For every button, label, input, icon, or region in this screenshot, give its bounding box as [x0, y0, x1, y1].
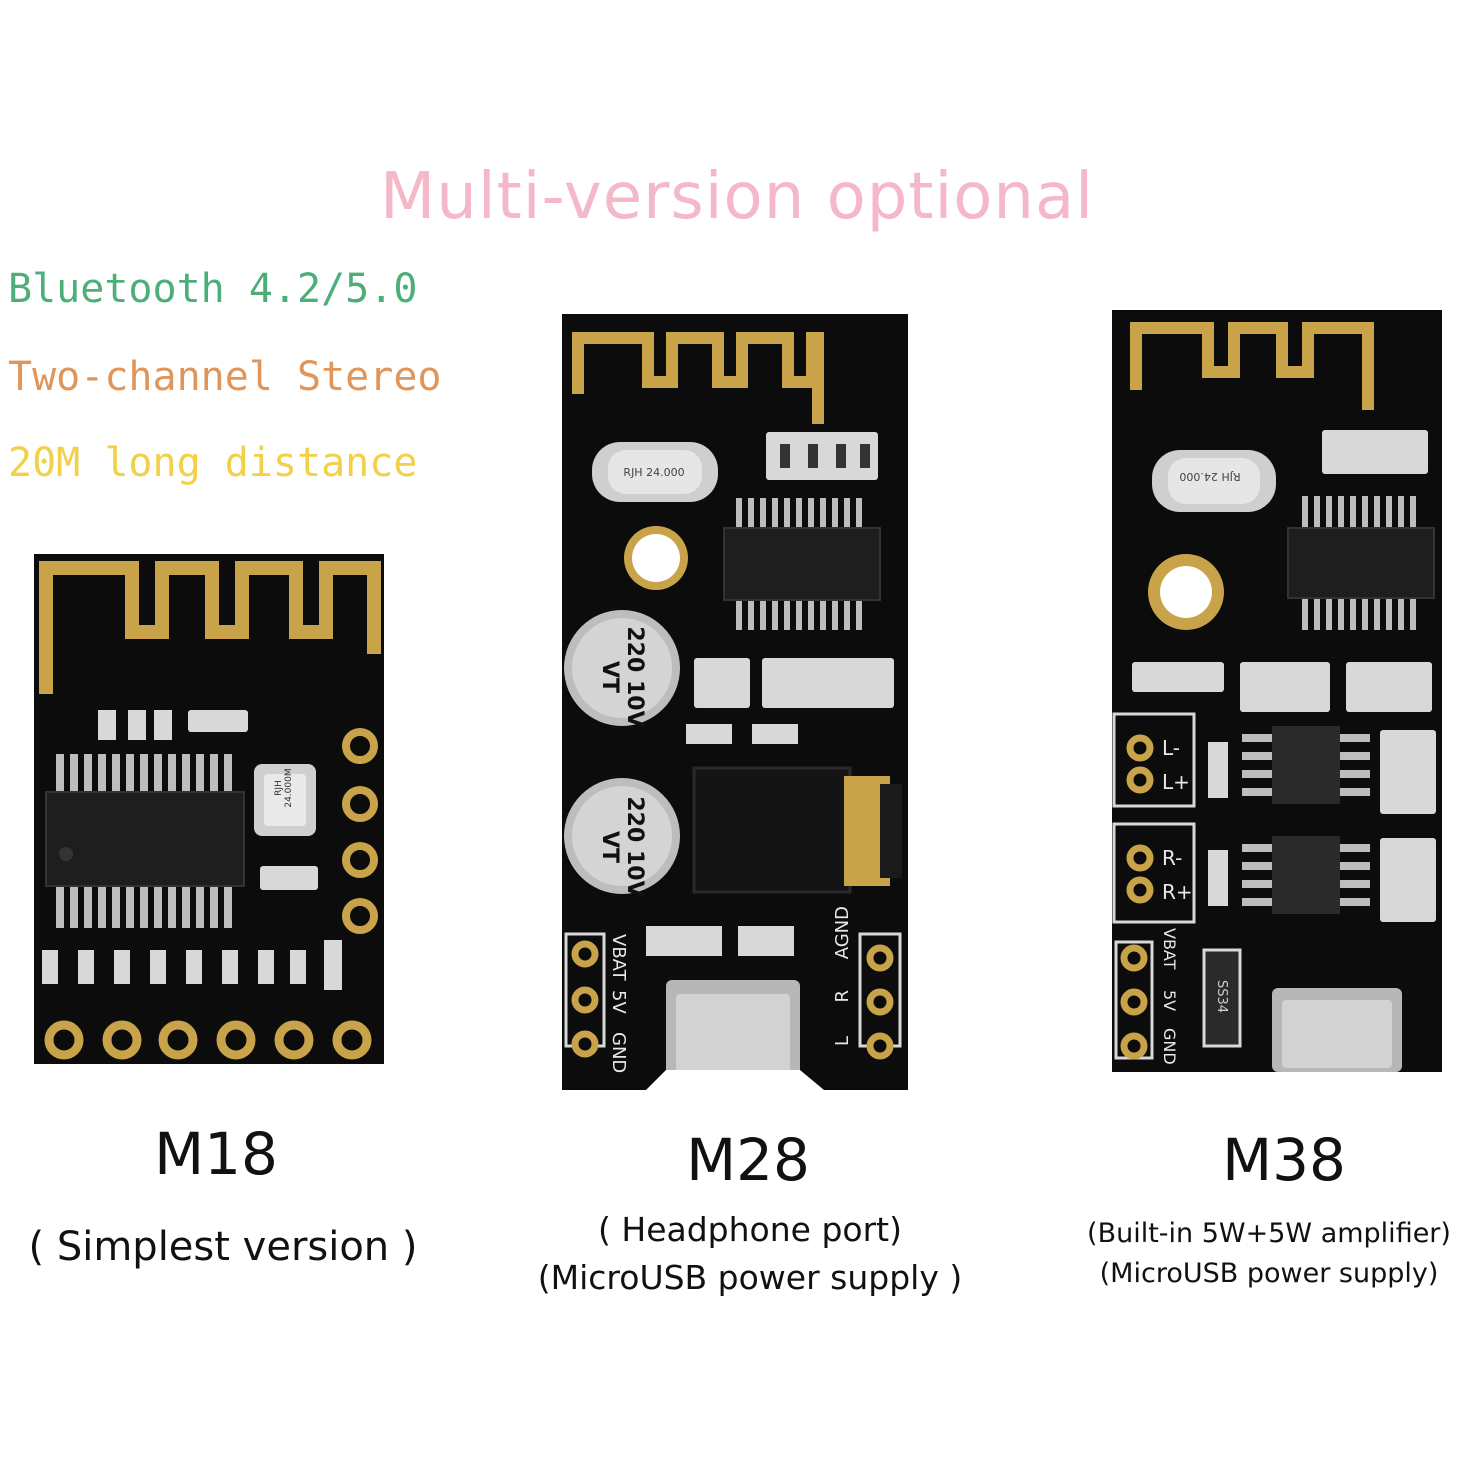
m38-spk-r-plus: R+	[1162, 880, 1193, 904]
m28-crystal-label: RJH 24.000	[623, 466, 685, 479]
m38-model-label: M38	[1222, 1126, 1346, 1194]
m28-board-image	[562, 314, 908, 1090]
m28-pin-agnd: AGND	[832, 906, 853, 960]
m38-board-image	[1112, 310, 1442, 1072]
m28-pin-vbat: VBAT	[608, 934, 629, 981]
headline: Multi-version optional	[380, 160, 1094, 234]
m28-note-line2: (MicroUSB power supply )	[537, 1258, 963, 1297]
m38-note-line2: (MicroUSB power supply)	[1099, 1258, 1439, 1289]
feature-stereo: Two-channel Stereo	[8, 354, 442, 400]
m28-pin-r: R	[832, 990, 853, 1003]
feature-bluetooth: Bluetooth 4.2/5.0	[8, 266, 418, 312]
m38-pin-gnd: GND	[1160, 1028, 1179, 1065]
m28-cap2-label: 220 10V VT	[597, 796, 647, 898]
m18-model-label: M18	[154, 1120, 278, 1188]
m38-crystal-label: RJH 24.000	[1179, 470, 1241, 483]
m38-spk-r-minus: R-	[1162, 846, 1183, 870]
m18-note: ( Simplest version )	[28, 1224, 418, 1270]
m38-pin-vbat: VBAT	[1160, 928, 1179, 970]
m38-spk-l-plus: L+	[1162, 770, 1190, 794]
m28-pin-5v: 5V	[608, 990, 629, 1014]
m28-model-label: M28	[686, 1126, 810, 1194]
m38-pin-5v: 5V	[1160, 990, 1179, 1012]
m28-pin-gnd: GND	[608, 1032, 629, 1074]
m38-spk-l-minus: L-	[1162, 736, 1181, 760]
m38-diode-label: SS34	[1214, 980, 1229, 1014]
m28-pin-l: L	[832, 1036, 853, 1047]
feature-distance: 20M long distance	[8, 440, 418, 486]
m18-crystal-label: RJH 24.000M	[274, 768, 294, 808]
m28-cap1-label: 220 10V VT	[597, 626, 647, 728]
m28-note-line1: ( Headphone port)	[598, 1210, 902, 1249]
m18-board-image	[34, 554, 384, 1064]
m38-note-line1: (Built-in 5W+5W amplifier)	[1087, 1218, 1451, 1249]
